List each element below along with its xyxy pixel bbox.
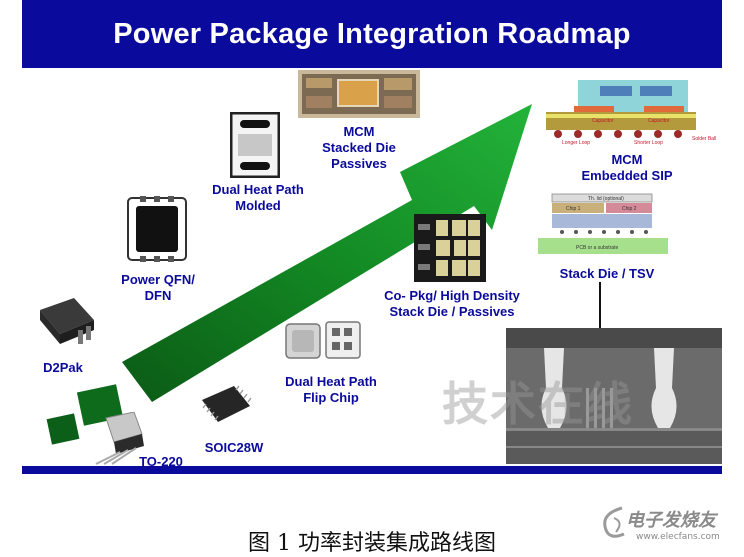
label-qfn: Power QFN/ DFN — [121, 272, 195, 303]
roadmap-arrow — [46, 104, 532, 445]
sip-longer-loop: Longer Loop — [562, 140, 590, 146]
sip-capacitor-a: Capacitor — [592, 118, 614, 124]
tsv-diagram: Th. lid (optional) Chip 1 Chip 2 PCB or … — [538, 193, 668, 254]
soic-icon — [202, 385, 252, 422]
slide: Power Package Integration Roadmap D2Pak … — [22, 0, 722, 474]
sip-capacitor-b: Capacitor — [648, 118, 670, 124]
tsv-substrate: PCB or a substrate — [576, 245, 618, 251]
sip-solder-ball: Solder Ball — [692, 136, 716, 142]
to220-icon — [95, 412, 144, 465]
dual-molded-icon — [230, 112, 280, 178]
label-dual-flip: Dual Heat Path Flip Chip — [285, 374, 377, 405]
mcm-stacked-icon — [298, 70, 420, 118]
label-to220: TO-220 — [139, 454, 183, 469]
title-bar: Power Package Integration Roadmap — [22, 0, 722, 68]
tsv-chip1: Chip 1 — [566, 206, 581, 212]
copkg-icon — [414, 214, 486, 282]
brand-swirl-icon — [603, 506, 625, 538]
label-mcm-sip: MCM Embedded SIP — [581, 152, 673, 183]
brand-name: 电子发烧友 — [626, 510, 716, 531]
sip-shorter-loop: Shorter Loop — [634, 140, 663, 146]
figure-caption: 图 1 功率封装集成路线图 — [248, 531, 496, 556]
label-mcm-stacked: MCM Stacked Die Passives — [322, 124, 396, 171]
tsv-chip2: Chip 2 — [622, 206, 637, 212]
dual-flip-icon — [285, 321, 361, 359]
watermark: 技术在线 — [442, 377, 634, 431]
label-copkg: Co- Pkg/ High Density Stack Die / Passiv… — [384, 288, 520, 319]
bottom-bar — [22, 466, 722, 474]
tsv-lid: Th. lid (optional) — [588, 196, 624, 202]
label-dual-molded: Dual Heat Path Molded — [212, 182, 304, 213]
d2pak-icon — [40, 298, 94, 344]
mcm-sip-diagram: Capacitor Capacitor Longer Loop Shorter … — [546, 80, 716, 146]
arrow-step-medium — [76, 384, 124, 426]
label-soic: SOIC28W — [204, 440, 264, 455]
qfn-icon — [127, 196, 187, 262]
brand-logo: 电子发烧友 www.elecfans.com — [596, 500, 736, 550]
brand-url: www.elecfans.com — [636, 532, 720, 542]
arrow-body — [122, 104, 532, 402]
label-tsv: Stack Die / TSV — [559, 266, 655, 281]
arrow-step-small — [46, 413, 80, 445]
slide-title: Power Package Integration Roadmap — [113, 17, 631, 50]
tsv-cross-section — [506, 328, 722, 464]
label-d2pak: D2Pak — [43, 360, 83, 375]
